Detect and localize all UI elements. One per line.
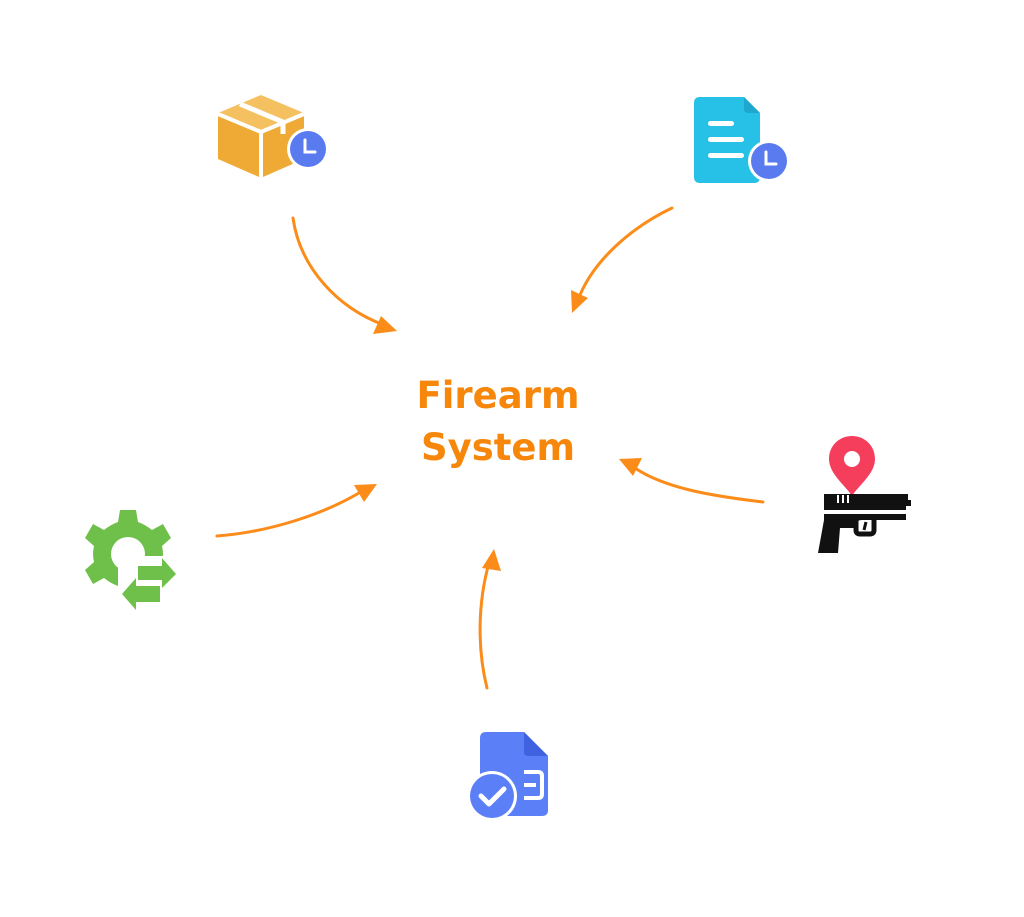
center-title: Firearm System <box>380 370 616 474</box>
gun-location-icon <box>818 436 911 553</box>
node-package <box>216 93 332 183</box>
document-check-icon <box>467 732 548 821</box>
arrowhead-package <box>373 316 397 334</box>
arrowhead-gun <box>619 458 642 476</box>
arrow-document-to-center <box>576 206 674 302</box>
arrow-gun-to-center <box>630 464 765 504</box>
gear-sync-icon <box>85 510 178 612</box>
package-clock-icon <box>217 95 329 179</box>
center-title-line-1: Firearm <box>416 374 580 417</box>
arrowhead-settings <box>354 484 377 502</box>
node-settings <box>78 508 178 612</box>
arrowhead-approval <box>482 549 501 571</box>
arrowhead-document <box>571 290 588 313</box>
node-document <box>694 97 794 187</box>
arrow-package-to-center <box>291 216 386 327</box>
node-approval <box>466 730 556 822</box>
node-gun <box>814 434 914 556</box>
arrow-settings-to-center <box>215 488 366 538</box>
document-clock-icon <box>694 97 790 183</box>
center-title-line-2: System <box>420 426 576 469</box>
arrow-approval-to-center <box>478 561 491 690</box>
